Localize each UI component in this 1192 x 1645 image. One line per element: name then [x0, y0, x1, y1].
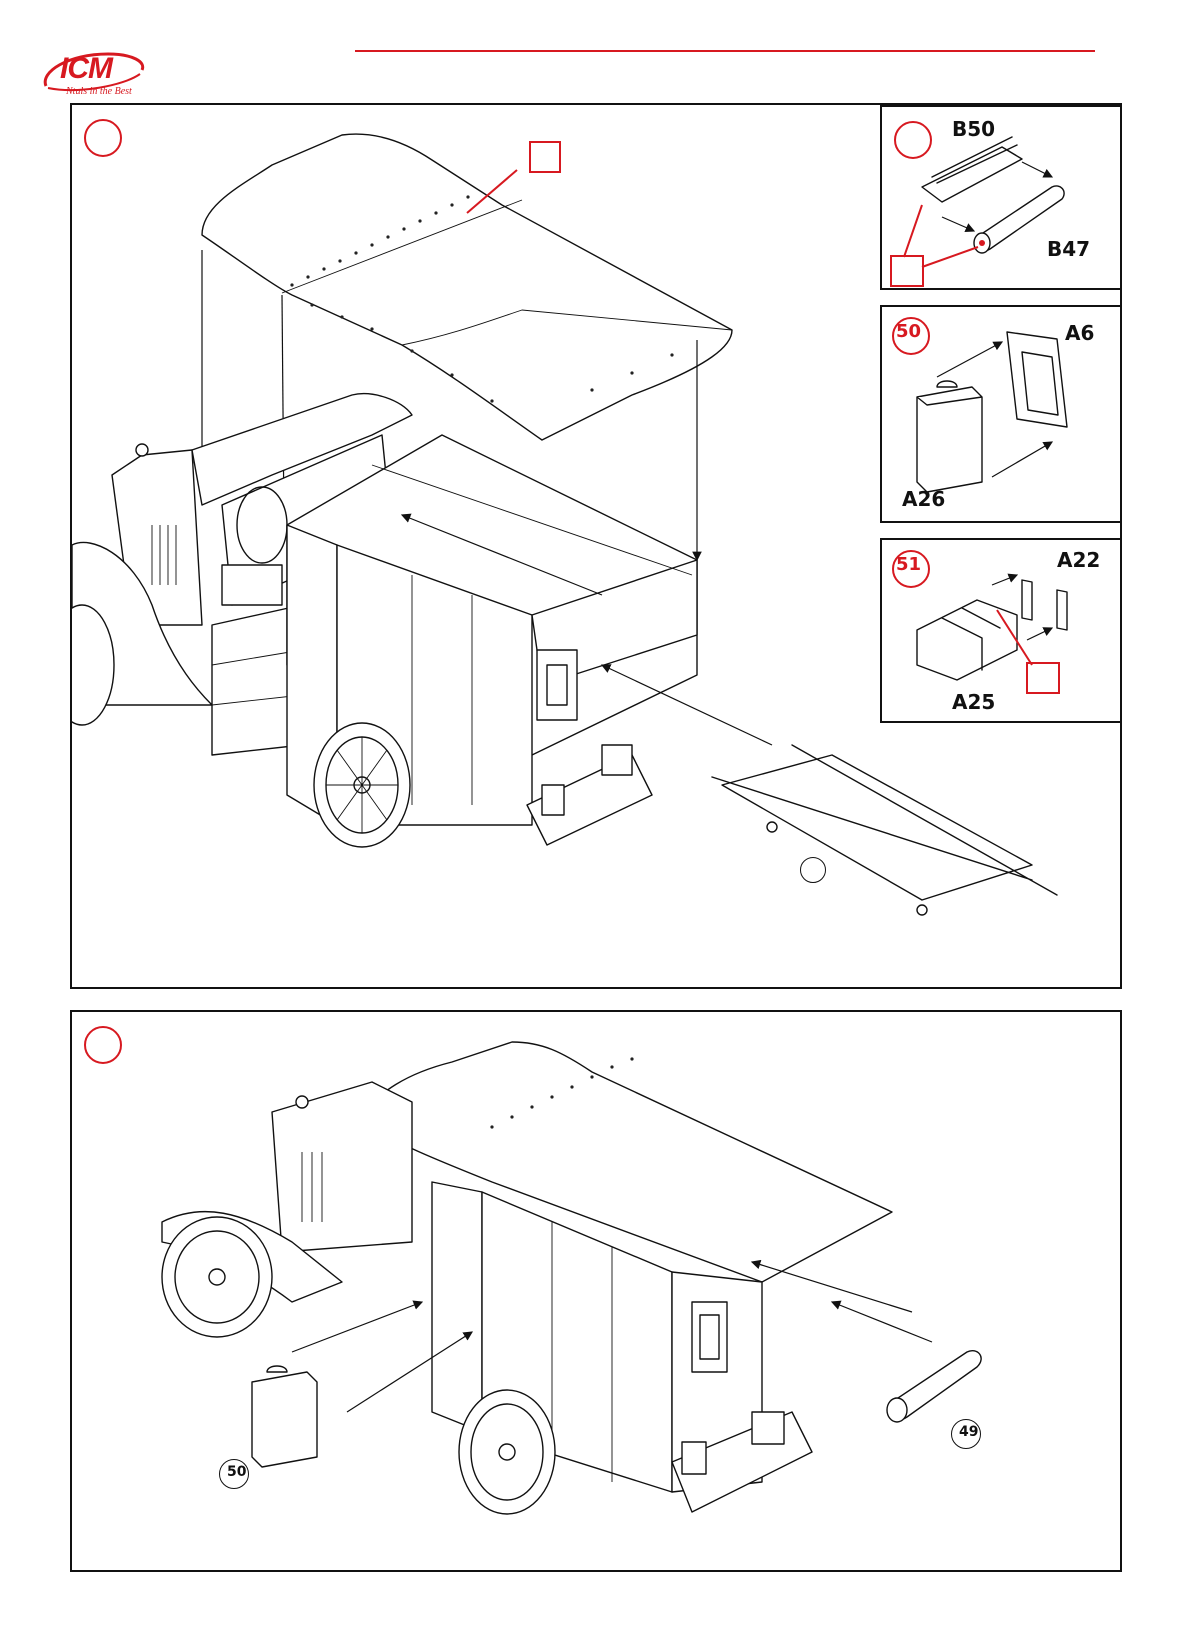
small-step-circle — [800, 857, 826, 883]
icm-logo: ICM Ntuls in the Best — [38, 42, 148, 102]
step-circle — [219, 1459, 249, 1489]
sub-panel-step-50: 50 A6 A26 — [880, 305, 1122, 523]
brand-slogan: Ntuls in the Best — [66, 86, 132, 97]
step-circle — [951, 1419, 981, 1449]
box-bracket-drawing — [882, 307, 1120, 521]
tray-drawing — [882, 540, 1120, 721]
glue-marker-square — [1026, 662, 1060, 694]
canvas-roof — [202, 134, 732, 440]
glue-marker-square — [890, 255, 924, 287]
brand-name: ICM — [60, 52, 112, 86]
sub-panel-tent-roll: B50 B47 — [880, 105, 1122, 290]
header-rule — [355, 50, 1095, 52]
assembly-panel-bottom: 50 49 — [70, 1010, 1122, 1572]
sub-panel-step-51: 51 A22 A25 — [880, 538, 1122, 723]
glue-marker-square — [529, 141, 561, 173]
rear-wheel — [314, 723, 410, 847]
